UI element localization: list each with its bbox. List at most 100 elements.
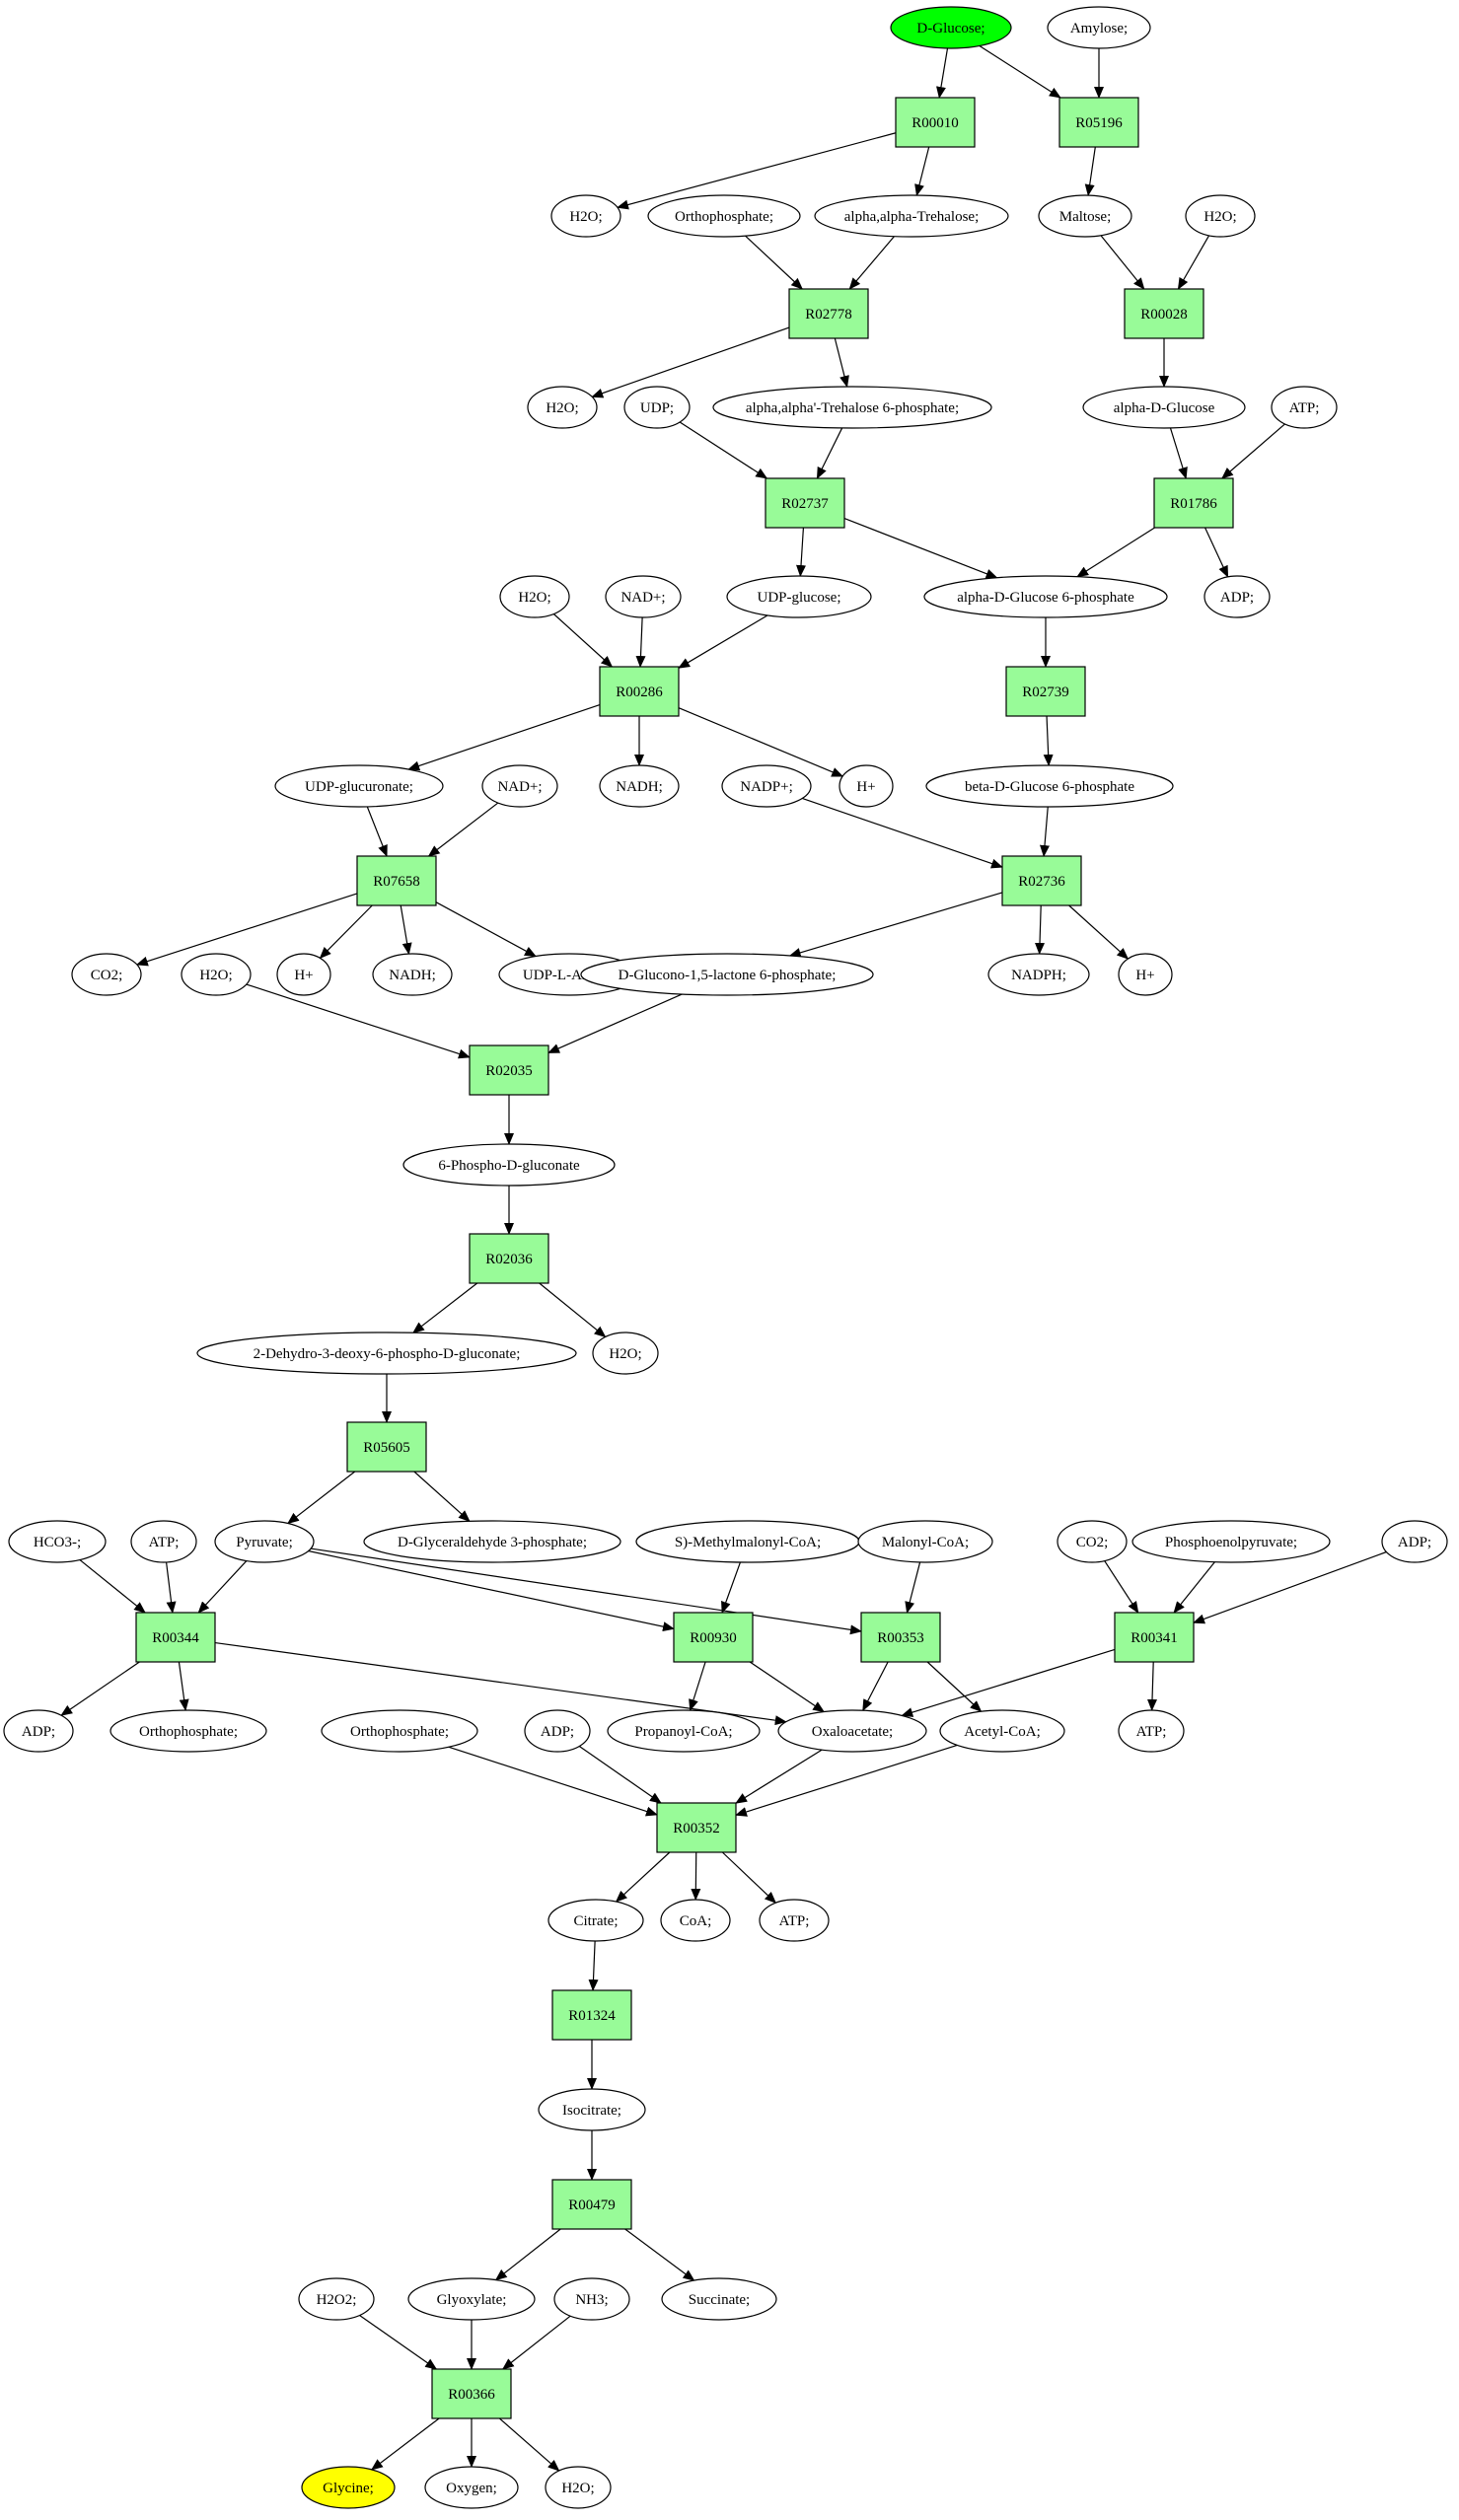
edge-r1-to-c3: [616, 132, 897, 210]
node-label: H2O;: [518, 590, 550, 606]
edge-r21-to-c60: [371, 2417, 440, 2471]
edge-c43-to-r17: [1193, 1550, 1387, 1624]
node-label: Propanoyl-CoA;: [634, 1724, 732, 1740]
edge-r9-to-c24: [135, 893, 358, 967]
compound-ellipse: [987, 953, 1090, 996]
reaction-box: [356, 855, 437, 906]
node-label: ADP;: [1220, 590, 1254, 606]
reaction-node-r01786: R01786: [1153, 477, 1234, 529]
compound-node-adp: ADP;: [524, 1709, 591, 1753]
edges-layer: [60, 44, 1387, 2472]
node-label: R02737: [781, 496, 829, 512]
compound-ellipse: [196, 1332, 577, 1375]
edge-r3-to-c10: [834, 337, 849, 388]
node-label: Acetyl-CoA;: [964, 1724, 1040, 1740]
node-label: NAD+;: [620, 590, 665, 606]
edge-c14-to-r7: [635, 616, 646, 668]
node-label: alpha-D-Glucose: [1114, 400, 1215, 416]
compound-node-propanoyl-coa: Propanoyl-CoA;: [607, 1709, 761, 1753]
compound-ellipse: [1131, 1520, 1331, 1563]
compound-ellipse: [592, 1332, 659, 1375]
node-label: Amylose;: [1070, 21, 1128, 36]
compound-node-glyoxylate: Glyoxylate;: [407, 2277, 536, 2321]
node-label: Oxaloacetate;: [812, 1724, 893, 1740]
compound-node-nh3: NH3;: [553, 2277, 630, 2321]
reaction-node-r00353: R00353: [860, 1612, 941, 1663]
node-label: R00341: [1131, 1630, 1178, 1646]
node-label: Malonyl-CoA;: [882, 1535, 969, 1550]
edge-c41-to-r17: [1104, 1560, 1139, 1614]
compound-node-acetyl-coa: Acetyl-CoA;: [939, 1709, 1065, 1753]
node-label: Glycine;: [323, 2481, 374, 2496]
edge-r18-to-c52: [615, 1851, 671, 1903]
compound-node-glycine: Glycine;: [301, 2466, 396, 2509]
node-label: Isocitrate;: [562, 2103, 621, 2119]
edge-r9-to-c28: [435, 901, 537, 958]
edge-r14-to-c44: [60, 1661, 140, 1716]
compound-ellipse: [839, 764, 894, 808]
reaction-node-r05605: R05605: [346, 1421, 427, 1473]
node-label: H+: [856, 779, 875, 795]
node-label: H2O;: [546, 400, 578, 416]
compound-node-s-methylmalonyl-coa: S)-Methylmalonyl-CoA;: [635, 1520, 860, 1563]
reaction-node-r00930: R00930: [673, 1612, 754, 1663]
edge-c10-to-r5: [816, 427, 843, 479]
compound-ellipse: [3, 1709, 74, 1753]
compound-ellipse: [759, 1899, 830, 1942]
reaction-box: [469, 1233, 549, 1284]
reaction-box: [431, 2368, 512, 2419]
node-label: H2O;: [569, 209, 602, 225]
edge-r9-to-c27: [400, 904, 412, 956]
edge-c23-to-r10: [1040, 806, 1050, 857]
compound-ellipse: [599, 764, 680, 808]
compound-ellipse: [181, 953, 252, 996]
edge-r10-to-c30: [1035, 904, 1046, 956]
compound-ellipse: [1271, 386, 1338, 429]
compound-ellipse: [301, 2466, 396, 2509]
node-label: Glyoxylate;: [437, 2292, 507, 2308]
node-label: R00366: [448, 2387, 495, 2403]
edge-c15-to-r7: [678, 614, 768, 669]
node-label: ADP;: [541, 1724, 574, 1740]
node-label: R02739: [1022, 684, 1069, 700]
edge-r1-to-c5: [914, 146, 930, 197]
compound-ellipse: [130, 1520, 197, 1563]
reaction-node-r00286: R00286: [599, 666, 680, 717]
compound-ellipse: [550, 194, 621, 238]
node-label: R01786: [1170, 496, 1217, 512]
compound-node-coa: CoA;: [660, 1899, 731, 1942]
edge-c11-to-r6: [1169, 427, 1188, 479]
edge-c42-to-r17: [1173, 1561, 1215, 1614]
edge-r17-to-c49: [901, 1648, 1116, 1717]
compound-ellipse: [712, 386, 992, 429]
edge-r16-to-c49: [862, 1661, 889, 1712]
node-label: R02736: [1018, 874, 1065, 890]
compound-node-oxaloacetate: Oxaloacetate;: [777, 1709, 927, 1753]
reaction-box: [788, 288, 869, 339]
node-label: ATP;: [1136, 1724, 1167, 1740]
node-label: ADP;: [22, 1724, 55, 1740]
reaction-box: [1124, 288, 1204, 339]
node-label: R00028: [1140, 307, 1188, 323]
compound-node-nadp: NADP+;: [721, 764, 812, 808]
edge-r13-to-c38: [413, 1471, 471, 1523]
compound-ellipse: [814, 194, 1009, 238]
node-label: D-Glucono-1,5-lactone 6-phosphate;: [619, 968, 837, 983]
compound-node-isocitrate: Isocitrate;: [538, 2088, 646, 2131]
compound-ellipse: [274, 764, 444, 808]
compound-node-6-phospho-d-gluconate: 6-Phospho-D-gluconate: [402, 1143, 616, 1187]
edge-c39-to-r15: [721, 1561, 742, 1614]
compound-node-co2: CO2;: [71, 953, 142, 996]
compound-ellipse: [363, 1520, 621, 1563]
compound-ellipse: [109, 1709, 267, 1753]
reaction-box: [656, 1802, 737, 1853]
node-label: Orthophosphate;: [139, 1724, 238, 1740]
reaction-box: [1114, 1612, 1195, 1663]
node-label: H+: [294, 968, 313, 983]
compound-ellipse: [661, 2277, 777, 2321]
node-label: R02035: [485, 1063, 533, 1079]
compound-node-phosphoenolpyruvate: Phosphoenolpyruvate;: [1131, 1520, 1331, 1563]
compound-ellipse: [925, 764, 1174, 808]
compound-ellipse: [890, 6, 1012, 49]
